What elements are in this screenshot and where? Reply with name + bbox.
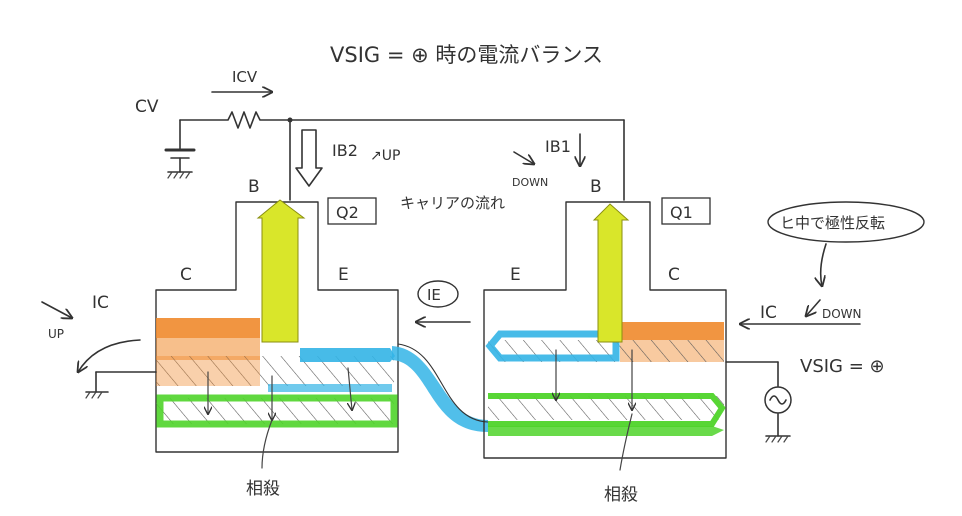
q1-green-loop	[488, 393, 726, 427]
q1-orange-band-top	[620, 322, 724, 340]
ib2-label: IB2	[332, 141, 358, 160]
q2-base-label: B	[248, 177, 260, 197]
ie-circle	[417, 280, 459, 308]
q2-green-loop	[156, 394, 398, 428]
q2-hatch-bottom	[156, 398, 394, 424]
down-label-left: DOWN	[512, 176, 548, 189]
ic-right-direction-arrow	[806, 299, 821, 316]
polarity-note-arrow	[821, 243, 827, 286]
ib2-arrow	[295, 129, 323, 187]
emitter-link-cyan	[392, 346, 488, 432]
ic-right-label: IC	[760, 303, 777, 323]
q1-cyan-loop	[485, 330, 620, 362]
q1-yellow-arrow	[592, 203, 630, 343]
ib1-label: IB1	[545, 137, 571, 156]
vsig-label: VSIG = ⊕	[800, 356, 885, 377]
cancel-right-label: 相殺	[604, 485, 638, 505]
ic-left-direction-arrow	[41, 301, 72, 318]
transistor-q1	[483, 201, 727, 459]
q2-box	[327, 197, 377, 225]
ib2-direction: ↗UP	[370, 148, 400, 164]
ic-left-flow-arrow	[78, 339, 141, 372]
junction-dot	[287, 117, 293, 123]
resistor-symbol	[179, 111, 291, 129]
q2-yellow-arrow	[256, 199, 306, 343]
q1-emitter-label: E	[510, 265, 521, 285]
down-arrow-left	[513, 151, 534, 164]
ic-left-direction: UP	[48, 327, 64, 341]
ie-label: IE	[427, 286, 441, 304]
cv-label: CV	[135, 97, 159, 117]
q2-cyan-band	[300, 348, 395, 362]
cancel-left-leader	[261, 419, 273, 469]
q2-emitter-label: E	[338, 265, 349, 285]
q1-box	[661, 197, 711, 225]
icv-label: ICV	[232, 68, 258, 86]
battery-symbol	[164, 119, 196, 179]
q2-cyan-band-lower	[268, 384, 392, 392]
q2-orange-band-top	[156, 318, 260, 338]
diagram-title: VSIG = ⊕ 時の電流バランス	[330, 43, 603, 67]
cancel-left-label: 相殺	[246, 479, 280, 499]
q1-base-label: B	[590, 177, 602, 197]
polarity-note: ヒ中で極性反転	[780, 214, 885, 232]
q2-collector-label: C	[180, 265, 192, 285]
carrier-flow-label: キャリアの流れ	[400, 194, 505, 212]
ic-right-direction: DOWN	[822, 307, 862, 321]
ac-source-icon	[764, 386, 792, 414]
q1-collector-label: C	[668, 265, 680, 285]
polarity-note-bubble	[767, 201, 925, 243]
ic-left-label: IC	[92, 293, 109, 313]
q2-label: Q2	[336, 203, 359, 222]
q2-orange-band	[156, 338, 260, 360]
q1-label: Q1	[670, 203, 693, 222]
q1-hatch-bottom	[488, 396, 724, 420]
cancel-right-leader	[619, 413, 633, 471]
q1-green-band	[488, 426, 724, 436]
transistor-q2	[155, 199, 399, 453]
